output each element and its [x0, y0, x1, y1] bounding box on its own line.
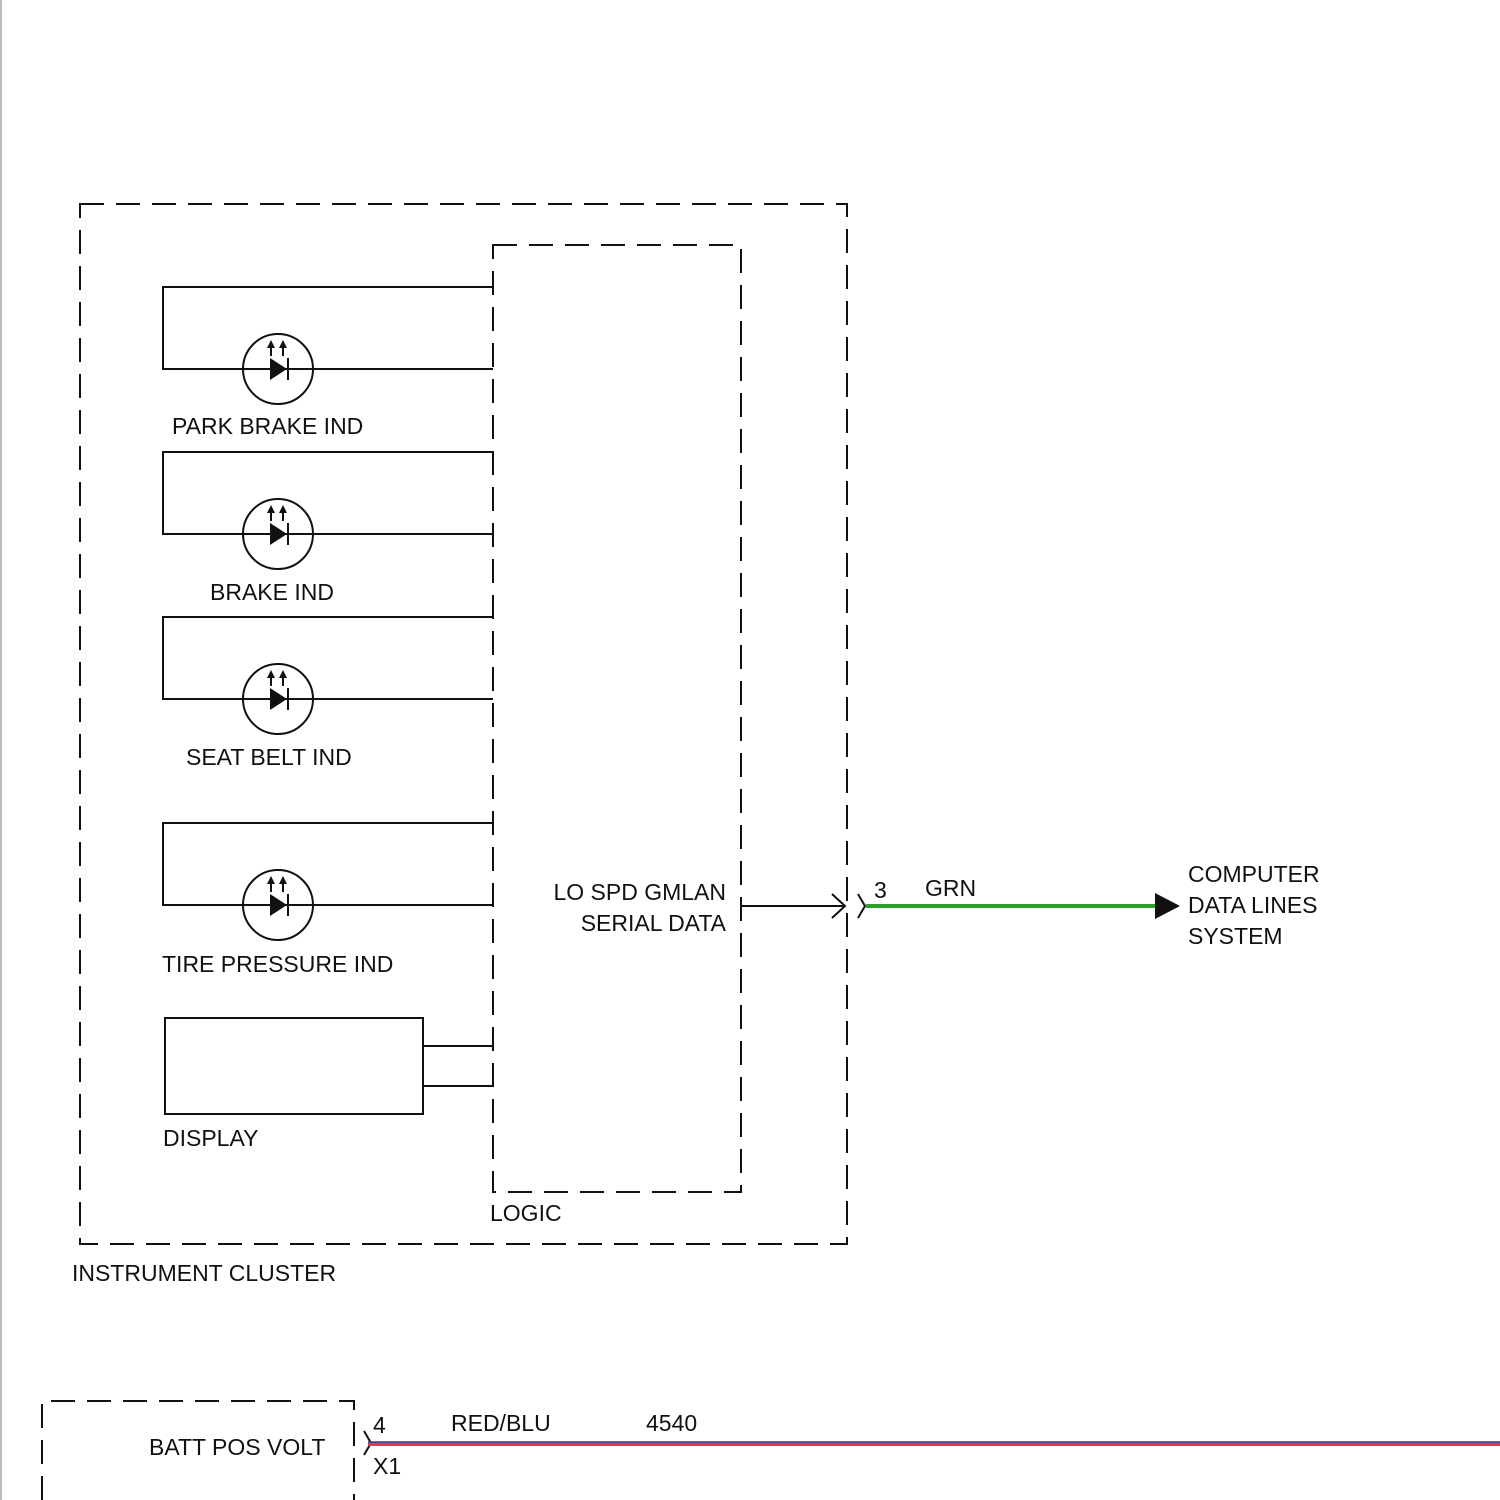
- indicator-wire: [163, 617, 493, 699]
- display-label: DISPLAY: [163, 1125, 258, 1151]
- led-icon: [243, 499, 313, 569]
- instrument-cluster-box: [80, 204, 847, 1244]
- indicators: PARK BRAKE IND BRAKE IND SEAT BELT IND TIRE…: [162, 287, 493, 977]
- connector-bracket-icon: [858, 894, 865, 918]
- circuit-number-label: 4540: [646, 1410, 697, 1436]
- indicator-circuit: SEAT BELT IND: [163, 617, 493, 770]
- destination-label-1: COMPUTER: [1188, 861, 1320, 887]
- indicator-label: SEAT BELT IND: [186, 744, 352, 770]
- indicator-circuit: BRAKE IND: [163, 452, 493, 605]
- pin-4-label: 4: [373, 1412, 386, 1438]
- destination-label-2: DATA LINES: [1188, 892, 1318, 918]
- indicator-circuit: TIRE PRESSURE IND: [162, 823, 493, 977]
- led-icon: [243, 334, 313, 404]
- indicator-wire: [163, 452, 493, 534]
- arrow-right-icon: [1155, 893, 1180, 919]
- grn-wire-label: GRN: [925, 875, 976, 901]
- logic-label: LOGIC: [490, 1200, 562, 1226]
- indicator-label: PARK BRAKE IND: [172, 413, 363, 439]
- red-blu-wire-label: RED/BLU: [451, 1410, 551, 1436]
- indicator-wire: [163, 823, 493, 905]
- instrument-cluster-label: INSTRUMENT CLUSTER: [72, 1260, 336, 1286]
- indicator-wire: [163, 287, 493, 369]
- connector-x1-label: X1: [373, 1453, 401, 1479]
- pin-3-label: 3: [874, 877, 887, 903]
- serial-data-label-2: SERIAL DATA: [581, 910, 727, 936]
- indicator-label: BRAKE IND: [210, 579, 334, 605]
- indicator-label: TIRE PRESSURE IND: [162, 951, 393, 977]
- led-icon: [243, 664, 313, 734]
- led-icon: [243, 870, 313, 940]
- destination-label-3: SYSTEM: [1188, 923, 1283, 949]
- display: [165, 1018, 423, 1114]
- logic-box: [493, 245, 741, 1192]
- batt-pos-volt-label: BATT POS VOLT: [149, 1434, 325, 1460]
- indicator-circuit: PARK BRAKE IND: [163, 287, 493, 439]
- serial-data-label-1: LO SPD GMLAN: [553, 879, 726, 905]
